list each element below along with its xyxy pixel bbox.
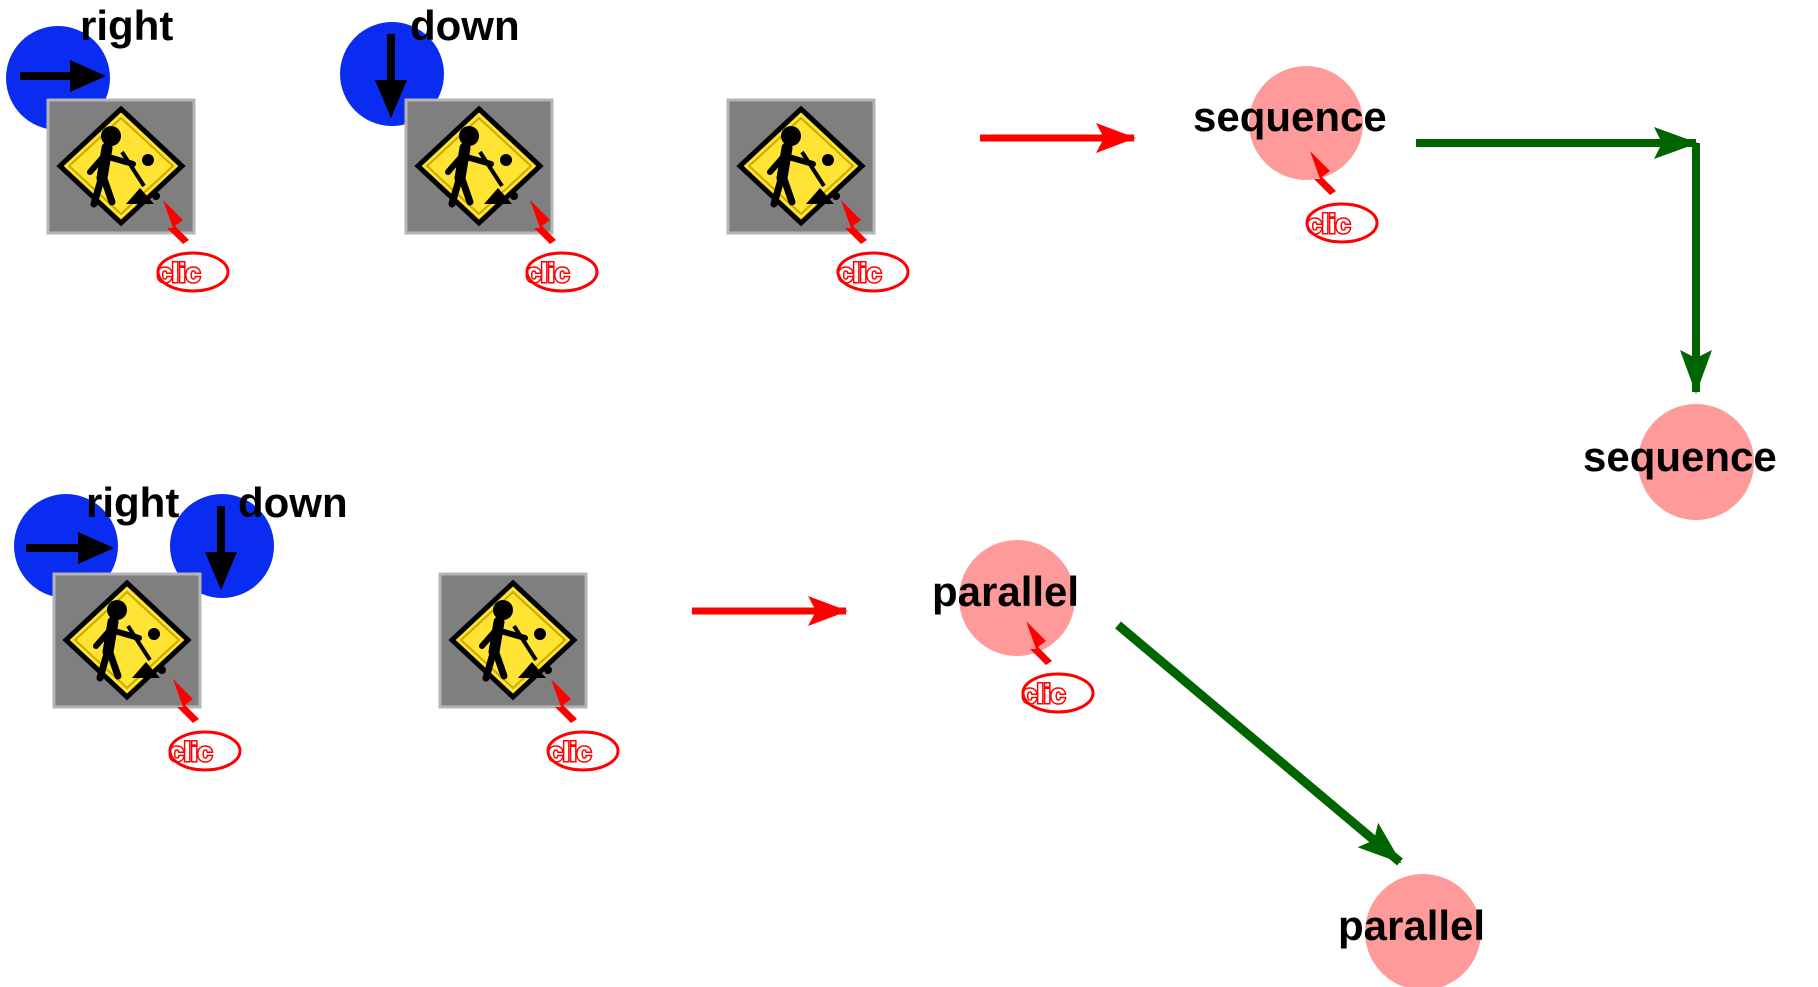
parallel-label: parallel (932, 568, 1079, 615)
sequence-label: sequence (1193, 93, 1387, 140)
right-label: right (80, 2, 173, 49)
clic-outline (156, 251, 230, 293)
clic-outline (168, 730, 242, 772)
clic-outline (546, 730, 620, 772)
parallel-state (959, 540, 1075, 656)
arrow-right-icon (26, 532, 114, 564)
tool-tile-plain[interactable] (440, 574, 586, 707)
down-label: down (410, 2, 520, 49)
sequence-label: sequence (1583, 433, 1777, 480)
sequence-state (1638, 404, 1754, 520)
arrow-right-icon (20, 60, 106, 92)
arrow-down-icon (205, 506, 237, 590)
clic-outline (1021, 672, 1095, 714)
arrow-down-icon (375, 34, 407, 118)
clic-outline (525, 251, 599, 293)
down-label: down (238, 479, 348, 526)
tool-tile-down[interactable] (406, 100, 552, 233)
sequence-state (1249, 66, 1363, 180)
clic-label: clic (548, 737, 592, 767)
parallel-state (1365, 874, 1481, 987)
clic-outline (836, 251, 910, 293)
right-label: right (86, 479, 179, 526)
flow-arrow (1115, 621, 1403, 866)
clic-label: clic (1307, 209, 1351, 239)
parallel-label: parallel (1338, 902, 1485, 949)
clic-outline (1305, 202, 1379, 244)
